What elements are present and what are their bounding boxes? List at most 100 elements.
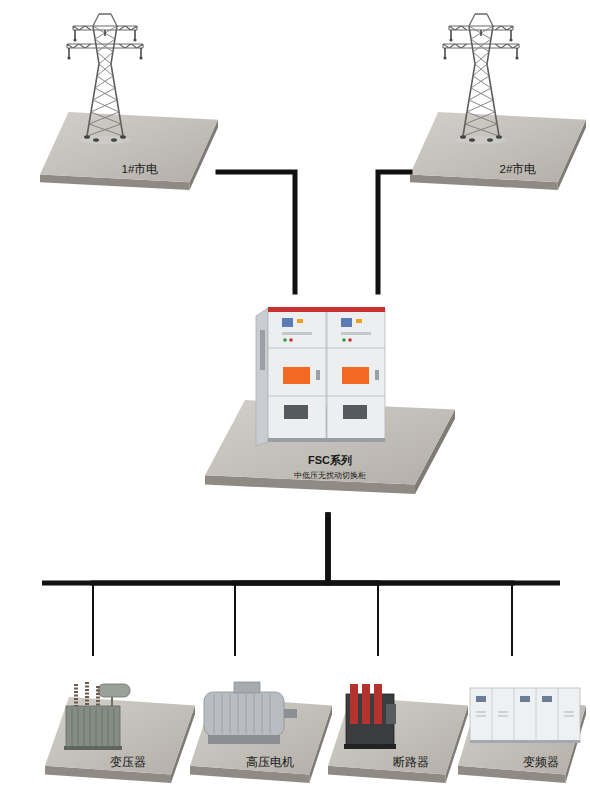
power-tower bbox=[67, 14, 143, 144]
inverter-icon bbox=[470, 688, 580, 742]
platform-shape bbox=[45, 697, 195, 774]
breaker-icon bbox=[344, 744, 396, 749]
platform-shape bbox=[458, 697, 586, 774]
motor-icon bbox=[204, 692, 284, 736]
platform-shape bbox=[40, 112, 218, 182]
switchgear-cabinet bbox=[283, 367, 310, 384]
power-line bbox=[328, 515, 512, 583]
power-line bbox=[377, 583, 379, 655]
switchgear-node: FSC系列中低压无扰动切换柜 bbox=[205, 292, 455, 515]
power-line bbox=[234, 583, 236, 655]
breaker-icon bbox=[344, 684, 396, 749]
power-connector bbox=[93, 515, 328, 655]
transformer-icon bbox=[66, 706, 120, 748]
transformer-icon bbox=[76, 682, 98, 706]
power-connector bbox=[235, 515, 328, 655]
platform-shape bbox=[446, 706, 468, 783]
platform-shape bbox=[190, 120, 219, 190]
platform-shape bbox=[205, 400, 455, 485]
motor-icon bbox=[208, 735, 280, 744]
breaker-icon bbox=[386, 704, 396, 724]
switchgear-cabinet bbox=[341, 318, 352, 327]
switchgear-cabinet bbox=[268, 310, 326, 441]
switchgear-cabinet bbox=[356, 319, 362, 323]
inverter-icon bbox=[520, 696, 530, 702]
motor-icon bbox=[284, 709, 297, 718]
platform-shape bbox=[458, 655, 586, 783]
node-label: 断路器 bbox=[393, 756, 429, 770]
switchgear-cabinet bbox=[282, 318, 293, 327]
inverter-icon bbox=[492, 688, 558, 742]
motor-icon bbox=[234, 682, 260, 693]
platform-shape bbox=[309, 706, 332, 783]
platform-shape bbox=[410, 174, 558, 190]
bus-bar bbox=[42, 583, 560, 584]
power-line bbox=[378, 172, 410, 292]
switchgear-cabinet bbox=[348, 338, 352, 342]
switchgear-cabinet bbox=[260, 330, 265, 370]
inverter-icon bbox=[476, 696, 486, 702]
power-tower bbox=[67, 14, 143, 144]
platform-shape bbox=[45, 766, 171, 783]
platform-shape bbox=[558, 120, 586, 190]
breaker-icon bbox=[374, 684, 382, 724]
power-line bbox=[328, 515, 378, 583]
power-connector bbox=[328, 515, 512, 655]
motor-icon bbox=[214, 694, 270, 734]
switchgear-cabinet bbox=[284, 405, 308, 419]
node-label: 变压器 bbox=[110, 756, 146, 770]
transformer-icon bbox=[98, 684, 130, 697]
breaker-icon bbox=[346, 694, 394, 746]
switchgear-cabinet bbox=[342, 338, 346, 342]
switchgear-cabinet bbox=[297, 319, 303, 323]
inverter-icon bbox=[470, 740, 580, 743]
platform-shape bbox=[410, 112, 586, 190]
power-connector bbox=[378, 172, 410, 292]
power-line bbox=[93, 515, 328, 583]
breaker-icon bbox=[362, 684, 370, 724]
platform-shape bbox=[40, 112, 218, 190]
bus-bar bbox=[42, 581, 560, 586]
power-line bbox=[92, 583, 94, 655]
load-node: 高压电机 bbox=[190, 655, 332, 783]
switchgear-cabinet bbox=[375, 370, 379, 380]
switchgear-cabinet bbox=[342, 367, 369, 384]
power-tower bbox=[443, 14, 519, 144]
platform-shape bbox=[415, 409, 455, 494]
platform-shape bbox=[190, 697, 332, 774]
inverter-icon bbox=[476, 712, 574, 716]
node-label: 1#市电 bbox=[122, 163, 159, 176]
grid-source-node: 2#市电 bbox=[410, 112, 586, 190]
power-tower bbox=[443, 14, 519, 144]
grid-source-node: 1#市电 bbox=[40, 112, 218, 190]
switchgear-cabinet bbox=[268, 396, 385, 397]
switchgear-cabinet bbox=[268, 307, 385, 312]
platform-shape bbox=[205, 292, 455, 515]
switchgear-cabinet bbox=[327, 310, 385, 441]
breaker-icon bbox=[350, 684, 358, 724]
inverter-icon bbox=[470, 688, 580, 743]
switchgear-cabinet bbox=[256, 308, 268, 446]
power-line bbox=[218, 172, 295, 292]
node-label: 变频器 bbox=[523, 756, 559, 770]
switchgear-cabinet bbox=[289, 338, 293, 342]
switchgear-cabinet bbox=[268, 348, 385, 349]
transformer-icon bbox=[64, 682, 130, 750]
node-label: FSC系列 bbox=[308, 454, 352, 467]
platform-shape bbox=[410, 112, 586, 182]
motor-icon bbox=[204, 682, 297, 744]
platform-shape bbox=[40, 174, 190, 190]
platform-shape bbox=[171, 706, 195, 783]
node-label: 2#市电 bbox=[500, 163, 537, 176]
switchgear-cabinet bbox=[283, 338, 287, 342]
switchgear-cabinet bbox=[256, 307, 385, 446]
node-subtitle: 中低压无扰动切换柜 bbox=[294, 472, 366, 481]
load-node: 变压器 bbox=[45, 655, 195, 783]
inverter-icon bbox=[542, 696, 552, 702]
load-node: 变频器 bbox=[458, 655, 586, 783]
switchgear-cabinet bbox=[343, 405, 367, 419]
transformer-icon bbox=[111, 697, 113, 706]
